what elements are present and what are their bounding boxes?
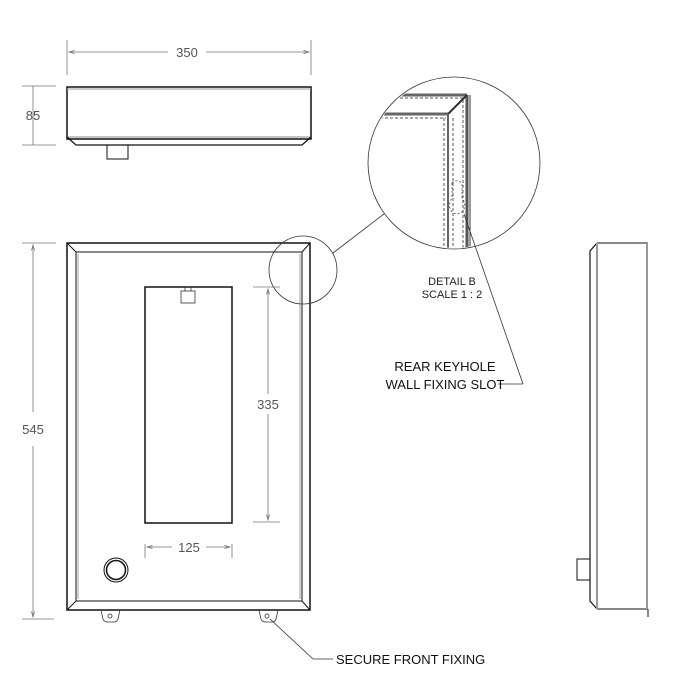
sensor-block <box>180 290 196 304</box>
top-view <box>66 86 312 160</box>
fixing-tab-right <box>258 609 279 623</box>
dimension-window-height-335: 335 <box>253 286 280 523</box>
detail-b-marker <box>268 235 338 305</box>
dimension-width-350: 350 <box>66 40 312 75</box>
keyhole-callout-line1: REAR KEYHOLE <box>394 359 495 374</box>
dim-545-label: 545 <box>22 422 44 437</box>
side-view <box>576 242 649 617</box>
dim-335-label: 335 <box>257 397 279 412</box>
side-button-protrusion <box>576 558 591 581</box>
fixing-tab-left <box>100 609 121 623</box>
dim-350-label: 350 <box>176 45 198 60</box>
viewing-window <box>144 286 233 524</box>
dim-85-label: 85 <box>26 108 40 123</box>
dimension-window-width-125: 125 <box>144 540 233 558</box>
detail-b-view: DETAIL B SCALE 1 : 2 <box>367 76 541 301</box>
front-view <box>66 242 311 623</box>
dimension-height-545: 545 <box>22 242 56 620</box>
dimension-depth-85: 85 <box>22 85 56 146</box>
dim-125-label: 125 <box>178 540 200 555</box>
keyhole-slot <box>449 180 466 215</box>
detail-scale: SCALE 1 : 2 <box>422 289 483 301</box>
keyhole-callout-line2: WALL FIXING SLOT <box>386 377 505 392</box>
push-button <box>103 557 129 583</box>
front-fixing-callout: SECURE FRONT FIXING <box>336 652 485 667</box>
detail-title: DETAIL B <box>428 276 476 288</box>
